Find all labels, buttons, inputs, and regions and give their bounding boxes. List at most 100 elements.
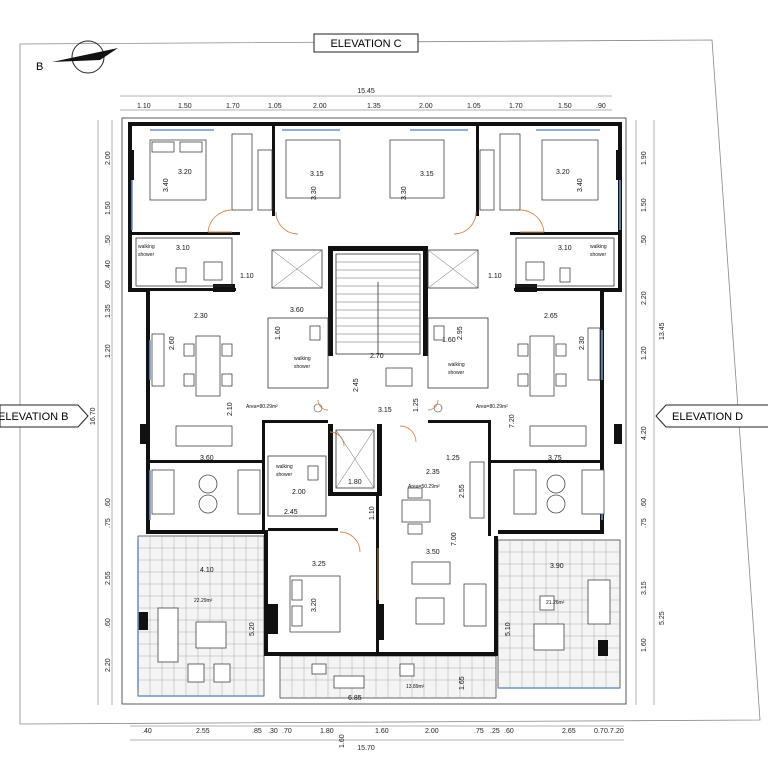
dim-bottom-total: 15.70: [357, 745, 375, 752]
kitchen-center-width: 2.35: [426, 469, 440, 476]
dim-left-segment: 1.20: [105, 344, 112, 358]
dim-left-segment: .40: [105, 260, 112, 270]
chair: [183, 373, 195, 387]
wardrobe: [479, 149, 495, 211]
sink: [525, 261, 545, 281]
shower-left: walking shower 3.60 1.60: [267, 307, 329, 389]
center-area: Area=50.29m²: [408, 484, 440, 490]
sofa: [411, 561, 451, 585]
living-left-area: Area=80.29m²: [246, 404, 278, 410]
dimension-top: 15.45 1.10 1.50 1.70 1.05 2.00 1.35 2.00…: [120, 88, 612, 111]
toilet: [309, 325, 321, 341]
balcony-right-area: 21.26m²: [546, 600, 565, 606]
site-boundary: [19, 39, 761, 725]
walkin-label: walking: [276, 464, 293, 470]
sofa: [587, 579, 611, 625]
bathroom-top-right-height: 1.10: [488, 273, 502, 280]
living-left-width: 3.60: [200, 455, 214, 462]
hall-bench: [385, 367, 413, 387]
elevation-b-text: ELEVATION B: [0, 411, 69, 423]
sofa: [175, 425, 233, 447]
hall-width: 3.15: [378, 407, 392, 414]
dim-top-segment: 2.00: [419, 103, 433, 110]
chair: [311, 663, 327, 675]
dim-top-total: 15.45: [357, 88, 375, 95]
chair: [539, 595, 555, 611]
dining-right-height: 2.30: [579, 336, 586, 350]
stair-height: 2.45: [353, 378, 360, 392]
building-outline: [121, 117, 627, 705]
dim-right-segment: 1.50: [641, 198, 648, 212]
balcony-center-width: 6.85: [348, 695, 362, 702]
walkin-label-2: shower: [590, 252, 606, 258]
shower-left-height: 1.60: [275, 326, 282, 340]
shafts: [271, 249, 479, 289]
elevation-b-label[interactable]: ELEVATION B: [0, 404, 89, 428]
wardrobe: [257, 149, 273, 211]
shower-left-width: 3.60: [290, 307, 304, 314]
shower-right-width: 1.60: [442, 337, 456, 344]
center-vertical: 1.10: [369, 506, 376, 520]
bathroom-top-right: walking shower 3.10 1.10: [488, 237, 615, 287]
dim-bottom-segment: 2.65: [562, 728, 576, 735]
dim-top-segment: 1.50: [178, 103, 192, 110]
elevation-c-box: [313, 33, 419, 53]
dim-left-segment: 2.55: [105, 571, 112, 585]
chair: [183, 343, 195, 357]
sofa: [581, 469, 605, 515]
walkin-label: walking: [448, 362, 465, 368]
elevation-c-text: ELEVATION C: [330, 38, 401, 50]
bedroom-top-left-2: 3.15 3.30: [257, 139, 341, 235]
dim-bottom-segment: .25: [490, 728, 500, 735]
dining-table: [195, 335, 221, 397]
bedroom-top-left-width: 3.20: [178, 169, 192, 176]
dim-bottom-segment: 2.55: [196, 728, 210, 735]
armchair: [237, 469, 261, 515]
kitchen-counter: [469, 461, 485, 519]
dim-top-segment: 1.50: [558, 103, 572, 110]
sofa: [157, 607, 179, 663]
bedroom-top-right-2-width: 3.15: [420, 171, 434, 178]
balcony-right-height: 5.10: [505, 622, 512, 636]
dim-bottom-segment: .30: [268, 728, 278, 735]
pillow: [179, 141, 203, 153]
bedroom-center: 3.25 3.20: [289, 531, 361, 633]
dim-top-segment: 1.70: [509, 103, 523, 110]
armchair: [513, 469, 537, 515]
dim-right-lower-total: 5.25: [659, 611, 666, 625]
dim-bottom-segment: .40: [142, 728, 152, 735]
dim-bottom-segment: .20: [614, 728, 624, 735]
dimension-left: 16.70 2.00 1.50 .50 .40 .60 1.35 1.20 .7…: [90, 120, 113, 705]
elevation-d-label[interactable]: ELEVATION D: [655, 404, 768, 428]
sofa: [151, 469, 175, 515]
balcony-center-area: 13.89m²: [406, 684, 425, 690]
dim-bottom-segment: .70: [282, 728, 292, 735]
dim-top-segment: .90: [596, 103, 606, 110]
elevation-c-label[interactable]: ELEVATION C: [313, 33, 419, 53]
dim-right-segment: .60: [641, 498, 648, 508]
bathroom-top-left-width: 3.10: [176, 245, 190, 252]
dim-bottom-extra: 0.7: [594, 728, 604, 735]
dim-top-segment: 1.10: [137, 103, 151, 110]
bathroom-top-right-width: 3.10: [558, 245, 572, 252]
stair-width: 2.70: [370, 353, 384, 360]
walkin-label-2: shower: [138, 252, 154, 258]
dim-left-segment: .60: [105, 280, 112, 290]
dim-bottom-segment: 2.00: [425, 728, 439, 735]
coffee-table: [198, 494, 218, 514]
balcony-left-width: 4.10: [200, 567, 214, 574]
pillow: [291, 579, 303, 601]
coffee-table: [415, 597, 445, 625]
dim-left-segment: .60: [105, 618, 112, 628]
dining-left: 2.30 2.60: [151, 313, 233, 397]
dim-left-segment: .50: [105, 235, 112, 245]
bedroom-top-right-2-height: 3.30: [401, 186, 408, 200]
sofa: [529, 425, 587, 447]
bedroom-top-left: 3.20 3.40: [149, 133, 253, 233]
dim-bottom-segment: .85: [252, 728, 262, 735]
bedroom-top-left-2-height: 3.30: [311, 186, 318, 200]
living-center-height: 7.00: [451, 532, 458, 546]
walkin-label-2: shower: [448, 370, 464, 376]
living-right-area: Area=80.29m²: [476, 404, 508, 410]
